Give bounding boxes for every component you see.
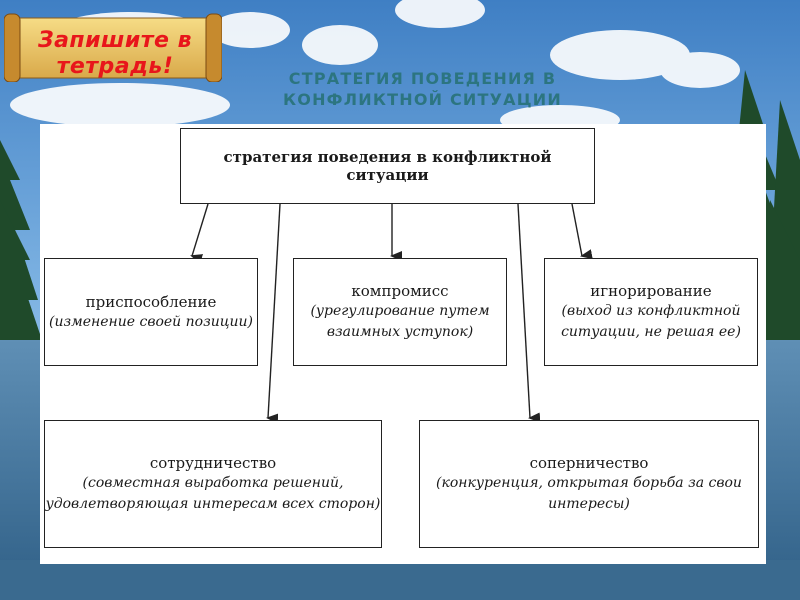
root-strategy-label: стратегия поведения в конфликтной ситуац… — [223, 148, 552, 184]
strategy-desc: (совместная выработка решений, удовлетво… — [45, 475, 381, 512]
strategy-desc: (конкуренция, открытая борьба за свои ин… — [436, 475, 742, 512]
strategy-title: игнорирование — [590, 282, 712, 300]
arrow-to-rivalry — [517, 203, 541, 423]
diagram-connectors — [190, 203, 593, 424]
strategy-title: приспособление — [85, 292, 217, 311]
scroll-banner: Запишите в тетрадь! — [3, 12, 223, 83]
diagram-panel: стратегия поведения в конфликтной ситуац… — [40, 124, 766, 564]
strategy-desc: (урегулирование путем взаимных уступок) — [310, 303, 490, 340]
strategy-box-ignoring: игнорирование (выход из конфликтной ситу… — [544, 258, 758, 366]
strategy-desc: (изменение своей позиции) — [48, 313, 254, 330]
strategy-box-compromise: компромисс (урегулирование путем взаимны… — [293, 258, 507, 366]
strategy-title: соперничество — [529, 454, 649, 472]
strategy-title: компромисс — [351, 282, 449, 300]
arrow-to-ignoring — [571, 203, 593, 260]
arrow-to-cooperation — [266, 203, 281, 424]
slide-title: СТРАТЕГИЯ ПОВЕДЕНИЯ В КОНФЛИКТНОЙ СИТУАЦ… — [283, 69, 562, 109]
trees-left — [0, 140, 42, 340]
banner-text: Запишите в тетрадь! — [37, 28, 193, 79]
strategy-box-accommodation: приспособление (изменение своей позиции) — [44, 258, 258, 366]
strategy-title: сотрудничество — [149, 454, 277, 472]
strategy-box-cooperation: сотрудничество (совместная выработка реш… — [44, 420, 382, 548]
root-strategy-box: стратегия поведения в конфликтной ситуац… — [180, 128, 595, 204]
arrow-to-accommodation — [190, 203, 209, 264]
strategy-box-rivalry: соперничество (конкуренция, открытая бор… — [419, 420, 759, 548]
strategy-desc: (выход из конфликтной ситуации, не решая… — [561, 303, 741, 340]
